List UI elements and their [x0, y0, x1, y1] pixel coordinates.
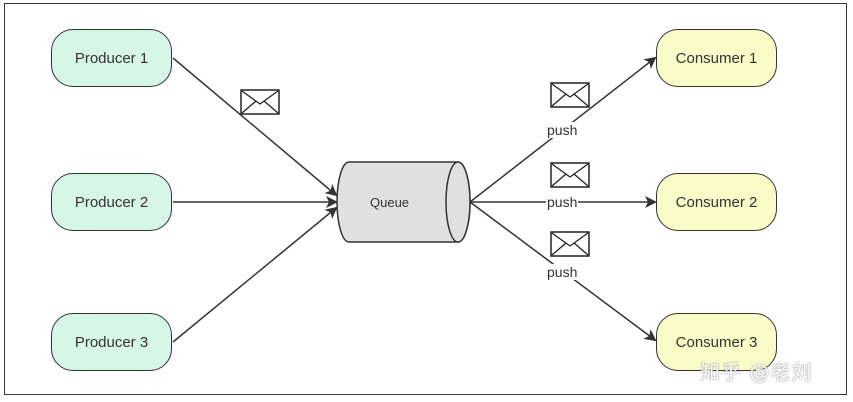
producer-label: Producer 3 [74, 333, 149, 351]
watermark: 知乎 @老刘 [700, 360, 813, 384]
arrow-producer1-queue [172, 57, 338, 197]
envelope-icon [240, 89, 280, 115]
push-label-2: push [546, 194, 579, 210]
consumer-label: Consumer 2 [675, 193, 758, 211]
push-label-1: push [546, 122, 579, 138]
queue-label: Queue [370, 195, 410, 210]
queue-cylinder [336, 161, 471, 243]
envelope-icon [550, 162, 590, 188]
producer-node-1: Producer 1 [51, 29, 172, 87]
producer-node-3: Producer 3 [51, 313, 172, 371]
envelope-icon [550, 82, 590, 108]
arrow-producer3-queue [172, 206, 338, 343]
consumer-node-1: Consumer 1 [656, 29, 777, 87]
producer-node-2: Producer 2 [51, 173, 172, 231]
envelope-icon [550, 231, 590, 257]
consumer-label: Consumer 3 [675, 333, 758, 351]
consumer-node-2: Consumer 2 [656, 173, 777, 231]
producer-label: Producer 1 [74, 49, 149, 67]
push-label-3: push [546, 264, 579, 280]
diagram-frame [4, 3, 847, 395]
consumer-label: Consumer 1 [675, 49, 758, 67]
consumer-node-3: Consumer 3 [656, 313, 777, 371]
producer-label: Producer 2 [74, 193, 149, 211]
